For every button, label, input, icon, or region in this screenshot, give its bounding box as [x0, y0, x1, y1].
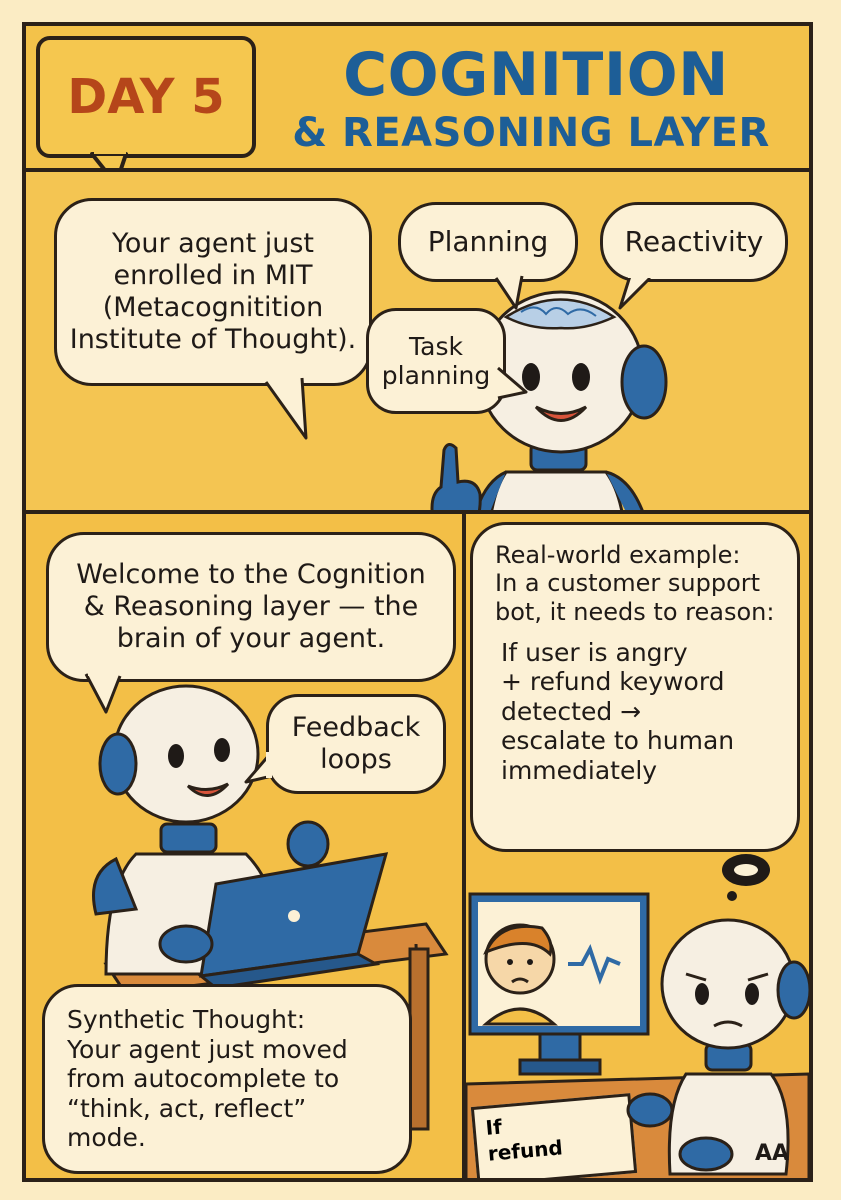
title-line-2: & REASONING LAYER [292, 110, 770, 156]
robot-thinking-illustration [626, 918, 809, 1176]
feedback-text: Feedback loops [291, 712, 421, 775]
header-panel: DAY 5 COGNITION & REASONING LAYER [26, 26, 809, 172]
example-rule: If user is angry + refund keyword detect… [501, 637, 735, 785]
day-label: DAY 5 [67, 69, 225, 125]
example-speech-bubble: Real-world example: In a customer suppor… [470, 522, 800, 852]
artist-signature: AA [754, 1141, 789, 1166]
reactivity-bubble: Reactivity [600, 202, 788, 282]
welcome-text: Welcome to the Cognition & Reasoning lay… [76, 559, 426, 654]
planning-bubble-tail [494, 272, 524, 310]
monitor-illustration [468, 892, 650, 1076]
synthetic-thought-text: Synthetic Thought: Your agent just moved… [67, 1005, 348, 1153]
feedback-bubble-tail [244, 752, 273, 784]
panel-welcome: Welcome to the Cognition & Reasoning lay… [26, 514, 466, 1178]
day-badge-tail [90, 148, 128, 168]
feedback-bubble: Feedback loops [266, 694, 446, 794]
task-planning-bubble: Task planning [366, 308, 506, 414]
planning-text: Planning [427, 225, 549, 259]
intro-text: Your agent just enrolled in MIT (Metacog… [69, 228, 357, 355]
task-planning-text: Task planning [381, 331, 491, 391]
thinking-cloud-icon [722, 854, 770, 901]
robot-laptop-illustration [92, 684, 389, 990]
robot-teacher-illustration [430, 290, 668, 510]
day-badge: DAY 5 [36, 36, 256, 158]
welcome-bubble-tail [84, 670, 122, 714]
panel-example: Real-world example: In a customer suppor… [466, 514, 809, 1178]
synthetic-thought-bubble: Synthetic Thought: Your agent just moved… [42, 984, 412, 1174]
comic-page: DAY 5 COGNITION & REASONING LAYER [22, 22, 813, 1182]
reactivity-text: Reactivity [624, 225, 764, 259]
welcome-speech-bubble: Welcome to the Cognition & Reasoning lay… [46, 532, 456, 682]
title-line-1: COGNITION [343, 40, 729, 110]
task-planning-bubble-tail [492, 366, 528, 400]
reactivity-bubble-tail [618, 272, 652, 310]
intro-speech-bubble: Your agent just enrolled in MIT (Metacog… [54, 198, 372, 386]
intro-bubble-tail [264, 375, 308, 440]
example-heading: Real-world example: In a customer suppor… [495, 541, 775, 626]
panel-intro: Your agent just enrolled in MIT (Metacog… [26, 172, 809, 514]
refund-note: If refund [470, 1093, 638, 1178]
planning-bubble: Planning [398, 202, 578, 282]
